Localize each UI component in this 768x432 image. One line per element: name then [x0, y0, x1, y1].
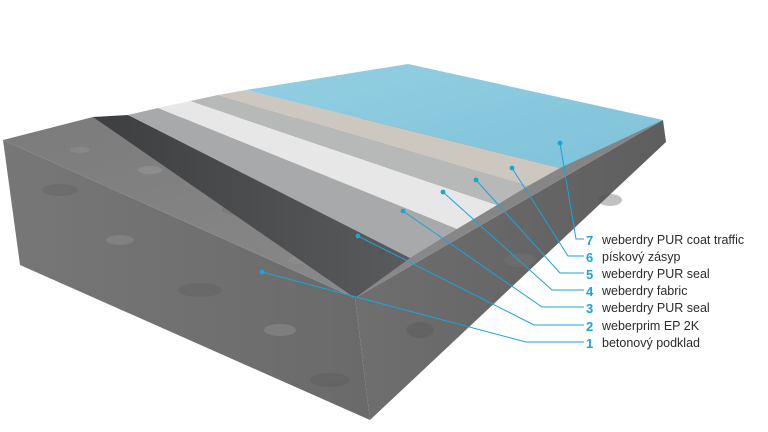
legend-item-4: 4 weberdry fabric: [586, 282, 687, 300]
leader-line-3: [402, 210, 584, 308]
legend-item-3: 3 weberdry PUR seal: [586, 299, 710, 317]
layer-6-sand: [218, 90, 560, 186]
leader-dot-7: [557, 140, 563, 146]
legend-number: 1: [586, 335, 594, 351]
layer-5-pur-seal: [190, 95, 528, 205]
leader-dots: [259, 140, 563, 275]
concrete-slab-side: [355, 120, 666, 420]
leader-line-5: [475, 179, 584, 274]
layer-2-weberprim: [93, 115, 410, 298]
legend-item-5: 5 weberdry PUR seal: [586, 265, 710, 283]
leader-dot-5: [473, 177, 479, 183]
leader-line-2: [357, 235, 584, 326]
legend-label: weberdry PUR coat traffic: [602, 233, 745, 247]
legend-item-7: 7 weberdry PUR coat traffic: [586, 231, 744, 249]
leader-line-1: [261, 271, 584, 343]
leader-dot-4: [440, 189, 446, 195]
concrete-slab-front: [3, 140, 370, 420]
leader-line-7: [559, 142, 584, 240]
legend-item-1: 1 betonový podklad: [586, 334, 700, 352]
legend-label: weberdry fabric: [602, 284, 688, 298]
legend-label: weberdry PUR seal: [602, 267, 710, 281]
leader-dot-1: [259, 269, 265, 275]
legend-number: 4: [586, 283, 594, 299]
layer-3-pur-seal: [128, 108, 457, 258]
legend-number: 2: [586, 318, 594, 334]
leader-dot-2: [355, 233, 361, 239]
leader-line-6: [511, 167, 584, 257]
legend-label: pískový zásyp: [602, 250, 681, 264]
legend-label: weberdry PUR seal: [602, 301, 710, 315]
legend-label: weberprim EP 2K: [602, 319, 700, 333]
leader-dot-6: [509, 165, 515, 171]
legend-item-6: 6 pískový zásyp: [586, 248, 681, 266]
legend-number: 6: [586, 249, 594, 265]
legend-number: 3: [586, 300, 594, 316]
leader-dot-3: [400, 208, 406, 214]
leader-lines: [261, 142, 584, 343]
layer-4-fabric: [158, 101, 497, 229]
legend-number: 5: [586, 266, 594, 282]
legend-number: 7: [586, 232, 594, 248]
legend-label: betonový podklad: [602, 336, 700, 350]
leader-line-4: [442, 191, 584, 291]
legend-item-2: 2 weberprim EP 2K: [586, 317, 699, 335]
